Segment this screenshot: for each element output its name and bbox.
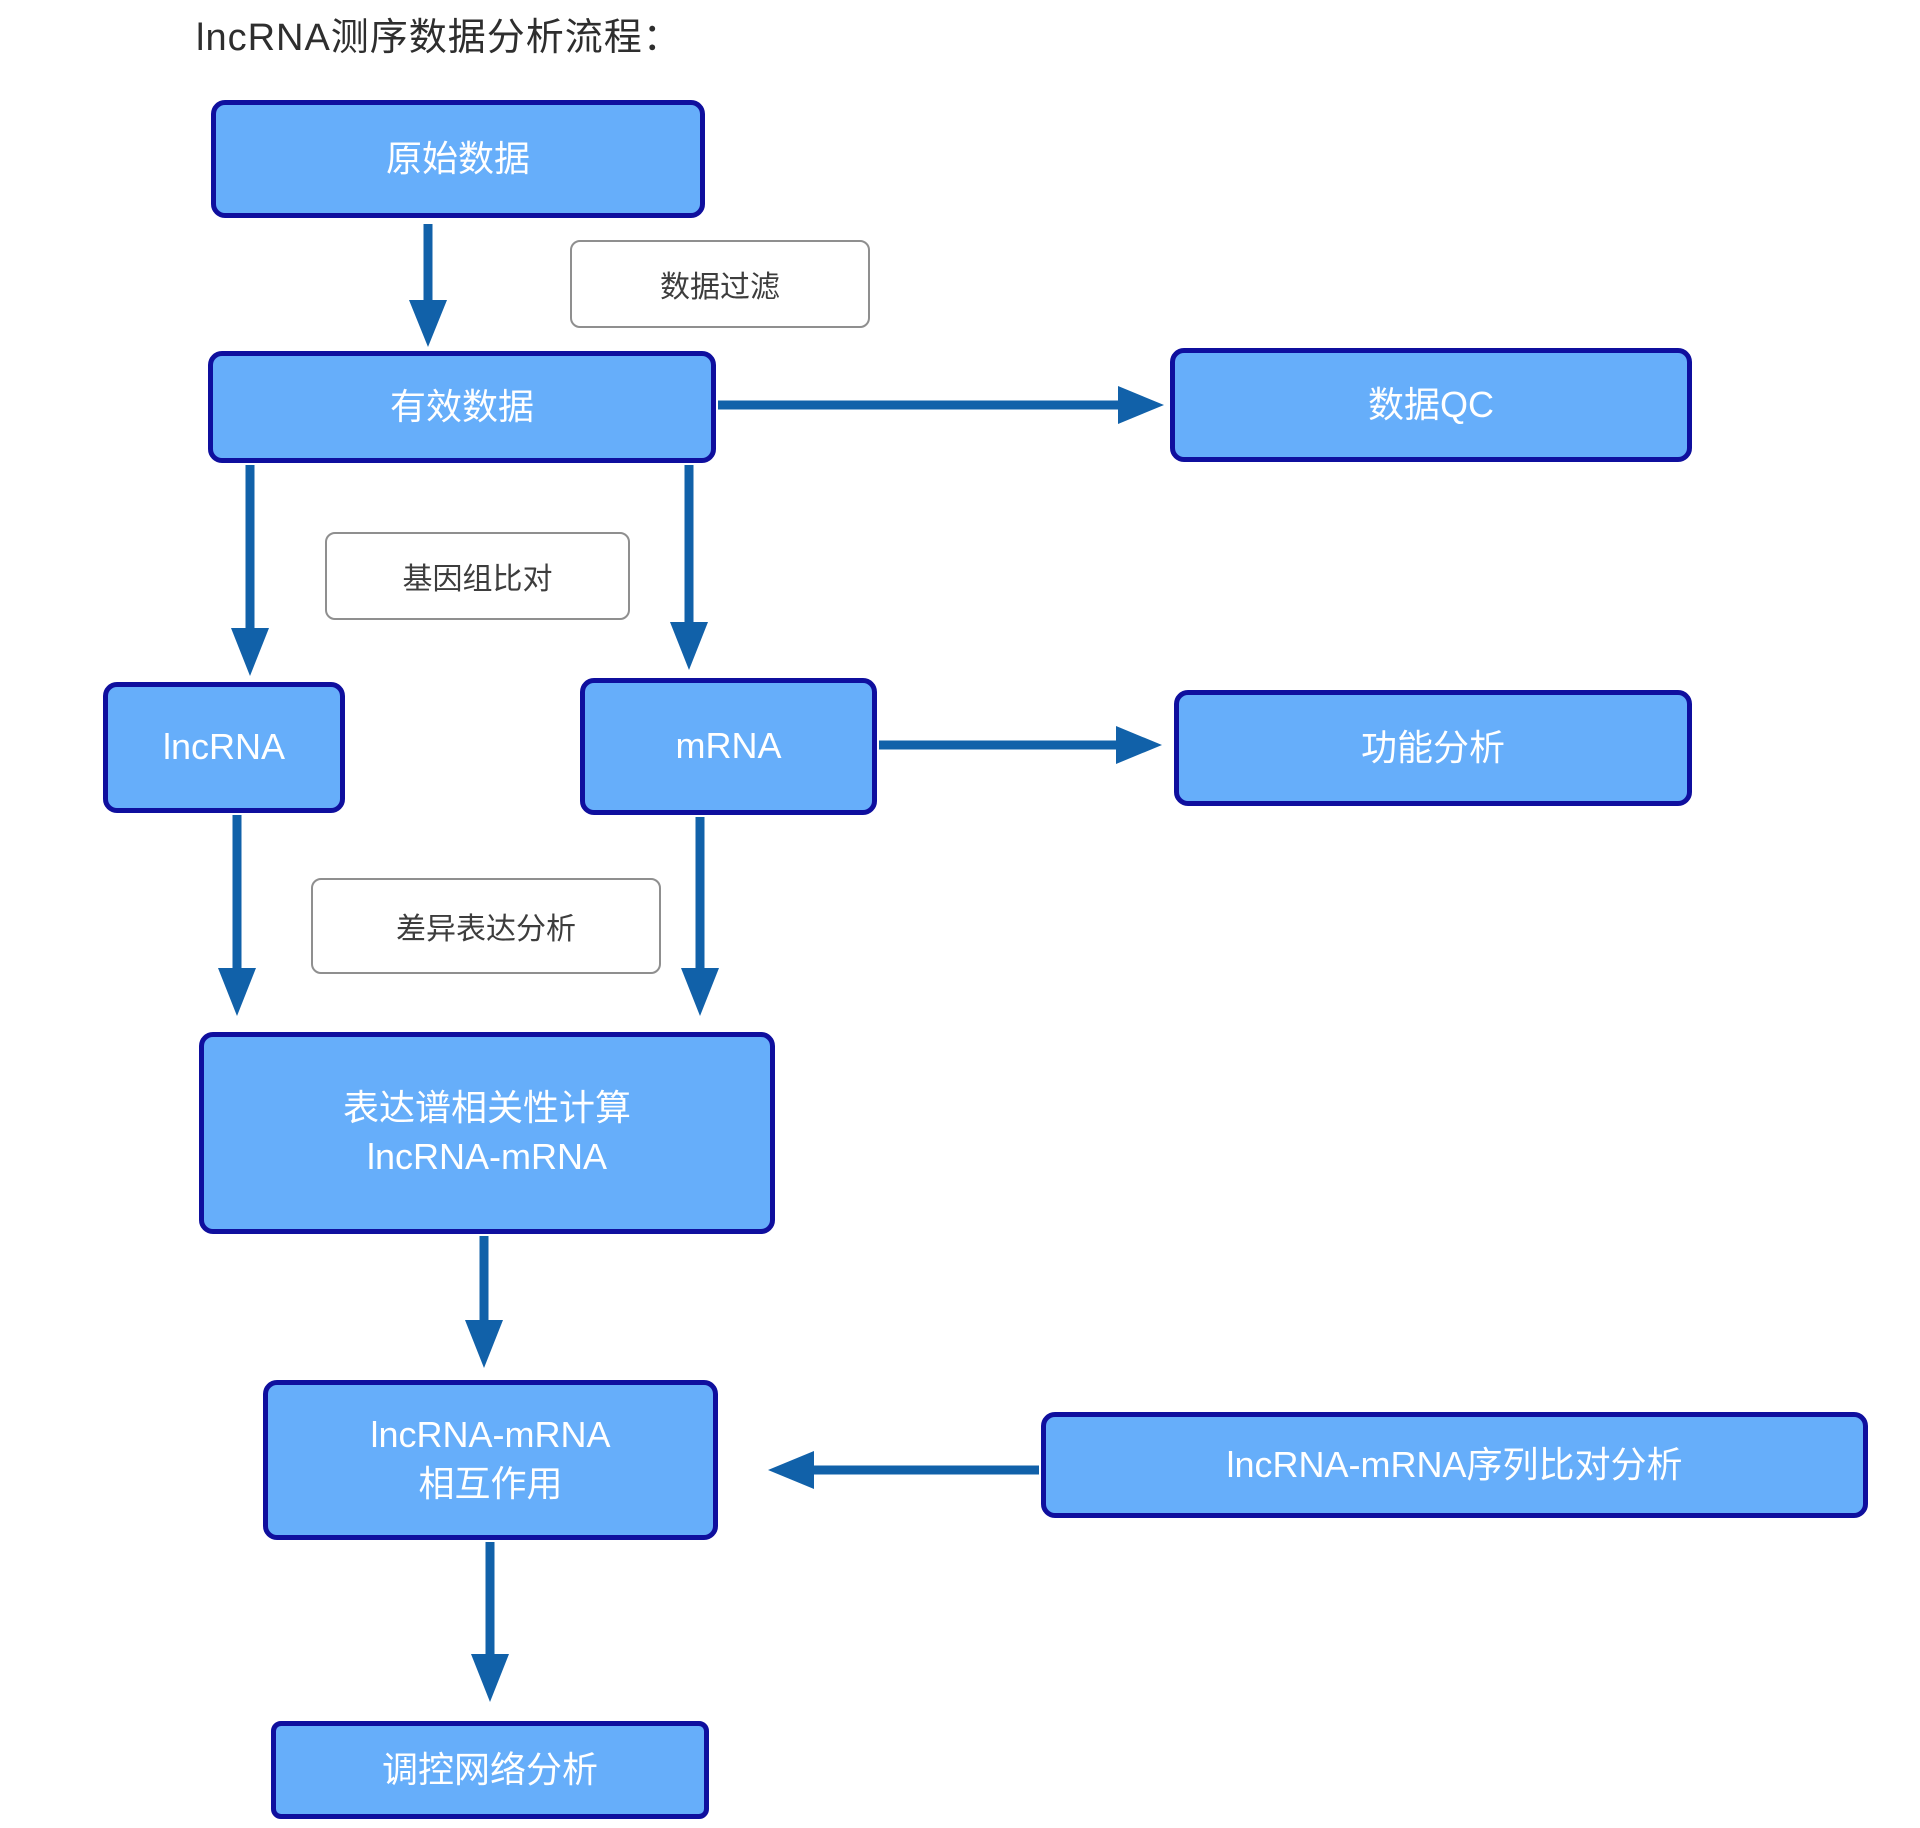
edge-label-differential-expression: 差异表达分析 (311, 878, 661, 974)
node-data-qc: 数据QC (1170, 348, 1692, 462)
arrow-seqalign-to-interaction (768, 1451, 1039, 1489)
page-title: lncRNA测序数据分析流程： (196, 17, 682, 59)
node-lncrna-mrna-interaction-line2: 相互作用 (418, 1463, 563, 1504)
arrow-valid-to-mrna (670, 465, 708, 670)
node-expression-correlation-line1: 表达谱相关性计算 (342, 1087, 631, 1129)
edge-label-genome-alignment-text: 基因组比对 (402, 563, 553, 596)
arrow-mrna-to-func (879, 726, 1162, 764)
node-data-qc-label: 数据QC (1367, 383, 1494, 425)
edge-label-genome-alignment: 基因组比对 (325, 532, 630, 620)
node-valid-data-label: 有效数据 (389, 385, 534, 427)
node-lncrna-mrna-interaction: lncRNA-mRNA 相互作用 (263, 1380, 718, 1540)
arrow-lncrna-to-corr (218, 815, 256, 1016)
arrow-mrna-to-corr (681, 817, 719, 1016)
edge-label-differential-expression-text: 差异表达分析 (396, 913, 576, 946)
node-sequence-alignment-analysis-label: lncRNA-mRNA序列比对分析 (1226, 1443, 1683, 1485)
node-functional-analysis: 功能分析 (1174, 690, 1692, 806)
arrow-valid-to-lncrna (231, 465, 269, 676)
edge-label-data-filter-text: 数据过滤 (660, 271, 780, 304)
node-expression-correlation-line2: lncRNA-mRNA (366, 1136, 607, 1177)
arrow-corr-to-interaction (465, 1236, 503, 1368)
node-regulatory-network-analysis-label: 调控网络分析 (381, 1748, 598, 1790)
node-functional-analysis-label: 功能分析 (1360, 726, 1505, 768)
node-raw-data-label: 原始数据 (385, 137, 530, 179)
node-raw-data: 原始数据 (211, 100, 705, 218)
node-lncrna-label: lncRNA (162, 726, 286, 768)
edge-label-data-filter: 数据过滤 (570, 240, 870, 328)
node-lncrna-mrna-interaction-line1: lncRNA-mRNA (370, 1414, 611, 1456)
arrow-valid-to-qc (718, 386, 1164, 424)
node-regulatory-network-analysis: 调控网络分析 (271, 1721, 709, 1819)
node-valid-data: 有效数据 (208, 351, 716, 463)
node-lncrna: lncRNA (103, 682, 345, 813)
arrow-raw-to-valid (409, 224, 447, 347)
node-mrna-label: mRNA (675, 725, 782, 767)
arrow-interaction-to-network (471, 1542, 509, 1702)
node-mrna: mRNA (580, 678, 877, 815)
node-expression-correlation: 表达谱相关性计算 lncRNA-mRNA (199, 1032, 775, 1234)
node-sequence-alignment-analysis: lncRNA-mRNA序列比对分析 (1041, 1412, 1868, 1518)
